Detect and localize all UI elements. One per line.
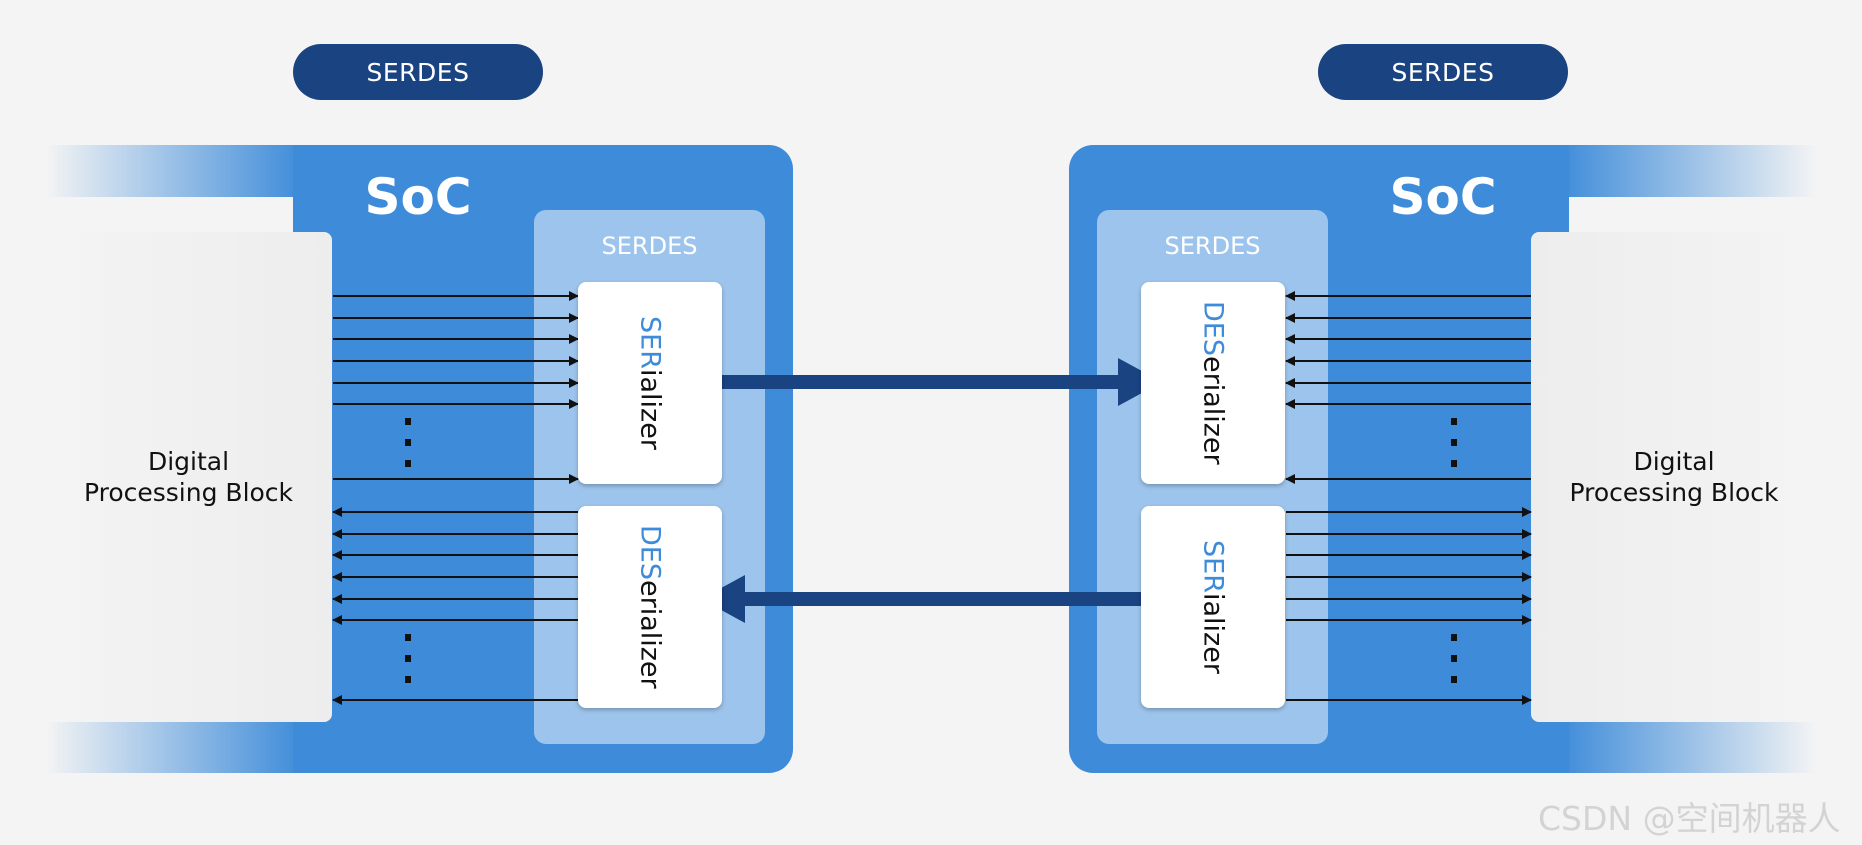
des-prefix: DES (1197, 301, 1229, 357)
soc-fade-bottom-right (1557, 721, 1817, 773)
ser-suffix: ializer (634, 369, 666, 450)
deserializer-card-left: DESerializer (578, 506, 722, 708)
serdes-label-left: SERDES (601, 232, 698, 260)
des-suffix: erializer (634, 580, 666, 689)
soc-fade-bottom-left (45, 721, 305, 773)
dpb-left-line2: Processing Block (83, 478, 294, 507)
ser-prefix: SER (634, 316, 666, 370)
des-suffix: erializer (1197, 356, 1229, 465)
dpb-left-line1: Digital (147, 447, 230, 476)
soc-title-right: SoC (1389, 168, 1497, 226)
serial-link-return (743, 592, 1141, 606)
dpb-right-line1: Digital (1633, 447, 1715, 476)
dpb-right-line2: Processing Block (1569, 478, 1779, 507)
ser-prefix: SER (1197, 540, 1229, 594)
ellipsis-dots (1451, 418, 1457, 481)
serial-link-return-arrowhead (701, 575, 745, 623)
serializer-card-right: SERializer (1141, 506, 1285, 708)
serializer-card-left: SERializer (578, 282, 722, 484)
serdes-label-right: SERDES (1164, 232, 1261, 260)
soc-fade-top-right (1557, 145, 1817, 197)
ellipsis-dots (405, 634, 411, 697)
deserializer-card-right: DESerializer (1141, 282, 1285, 484)
ellipsis-dots (405, 418, 411, 481)
soc-fade-top-left (45, 145, 305, 197)
des-prefix: DES (634, 525, 666, 581)
serdes-pill-right: SERDES (1318, 44, 1568, 100)
ellipsis-dots (1451, 634, 1457, 697)
serdes-pill-left: SERDES (293, 44, 543, 100)
ser-suffix: ializer (1197, 593, 1229, 674)
serial-link-forward (722, 375, 1120, 389)
serial-link-forward-arrowhead (1118, 358, 1162, 406)
watermark: CSDN @空间机器人 (1538, 799, 1841, 838)
soc-title-left: SoC (364, 168, 472, 226)
